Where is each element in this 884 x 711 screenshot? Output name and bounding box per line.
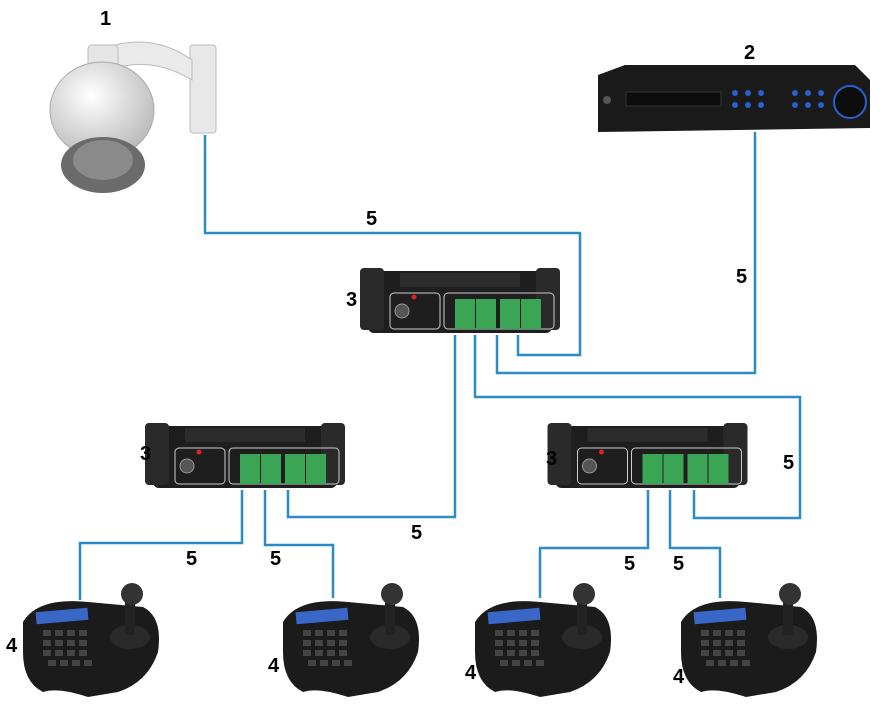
cable-camera-to-splitter	[203, 135, 582, 357]
dvr-recorder-icon	[598, 65, 870, 132]
cable-splitter-to-right-splitter	[473, 335, 802, 520]
cables	[78, 132, 802, 600]
label-cable: 5	[624, 553, 635, 575]
cable-to-keyboard-4	[668, 490, 722, 598]
cable-splitter-to-left-splitter	[286, 335, 457, 519]
label-keyboard: 4	[6, 635, 18, 657]
label-keyboard: 4	[673, 666, 685, 688]
ptz-joystick-keyboard-icon	[475, 583, 611, 697]
label-cable: 5	[186, 548, 197, 570]
label-cable: 5	[673, 553, 684, 575]
ptz-joystick-keyboard-icon	[283, 583, 419, 697]
cable-to-keyboard-1	[78, 490, 244, 600]
ptz-joystick-keyboard-icon	[23, 583, 159, 697]
label-cable: 5	[736, 266, 747, 288]
label-dvr: 2	[744, 42, 755, 64]
cable-dvr-to-splitter	[495, 132, 757, 375]
label-camera: 1	[100, 8, 111, 30]
rs485-splitter-icon	[546, 422, 749, 489]
label-splitter: 3	[546, 448, 557, 470]
ptz-dome-camera-icon	[49, 41, 217, 193]
label-cable: 5	[783, 452, 794, 474]
label-keyboard: 4	[465, 662, 477, 684]
rs485-splitter-icon	[145, 422, 345, 489]
ptz-joystick-keyboard-icon	[681, 583, 817, 697]
label-splitter: 3	[346, 289, 357, 311]
label-cable: 5	[411, 522, 422, 544]
cable-to-keyboard-3	[538, 490, 650, 598]
cable-to-keyboard-2	[263, 490, 335, 598]
label-cable: 5	[270, 548, 281, 570]
label-keyboard: 4	[268, 655, 280, 677]
rs485-splitter-icon	[360, 267, 560, 334]
label-splitter: 3	[140, 443, 151, 465]
label-cable: 5	[366, 208, 377, 230]
